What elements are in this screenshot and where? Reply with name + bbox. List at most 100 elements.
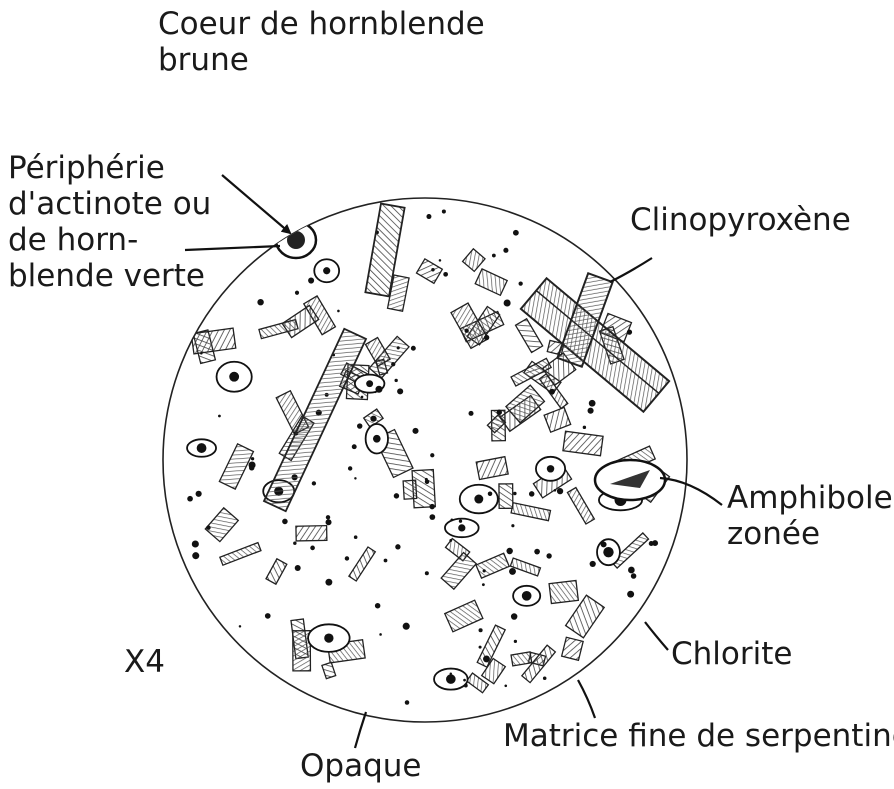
opaque-grain [295,565,301,571]
crystal-grain [476,457,508,480]
opaque-grain [411,346,416,351]
opaque-grain [295,291,299,295]
opaque-grain [187,496,193,502]
opaque-grain [397,388,403,394]
opaque-core [547,465,554,472]
crystal-grain [562,637,584,660]
opaque-grain [312,481,316,485]
opaque-core [197,443,207,453]
opaque-grain [459,519,462,522]
opaque-grain [492,254,496,258]
opaque-grain [352,444,357,449]
opaque-grain [251,457,254,460]
opaque-grain [310,546,315,551]
opaque-grain [379,633,382,636]
opaque-grain [601,541,607,547]
opaque-grain [589,400,596,407]
opaque-grain [249,465,254,470]
opaque-core [522,591,532,601]
crystal-grain [416,259,442,283]
opaque-grain [479,628,483,632]
opaque-core [229,372,239,382]
crystal-grain [499,484,513,509]
opaque-grain [483,655,490,662]
opaque-grain [192,540,199,547]
opaque-grain [326,519,332,525]
opaque-grain [348,466,352,470]
opaque-grain [200,352,203,355]
opaque-grain [627,591,634,598]
opaque-grain [196,491,202,497]
opaque-grain [384,559,388,563]
label-matrice: Matrice fine de serpentine [503,718,894,754]
opaque-grain [513,492,516,495]
opaque-grain [504,684,507,687]
opaque-grain [443,272,448,277]
leader-amphibole [660,478,722,505]
opaque-grain [513,230,519,236]
opaque-core [474,495,483,504]
opaque-grain [464,329,468,333]
opaque-core [323,267,330,274]
opaque-grain [337,310,340,313]
leader-coeur [222,175,290,233]
crystal-grain [567,488,594,524]
opaque-grain [403,623,410,630]
crystal-grain [563,431,603,456]
leader-opaque [355,712,366,748]
opaque-grain [375,603,380,608]
leader-clinopyroxene [610,258,652,282]
opaque-grain [449,539,452,542]
leader-matrice [578,680,595,718]
opaque-grain [463,679,466,682]
opaque-grain [370,416,376,422]
crystal-grain [463,249,485,272]
opaque-grain [282,519,288,525]
opaque-grain [395,544,400,549]
opaque-grain [583,426,586,429]
crystal-grain [511,652,532,666]
opaque-grain [450,519,453,522]
opaque-grain [504,299,511,306]
label-amphibole-zonee: Amphibole zonée [727,480,893,552]
opaque-core [366,380,373,387]
opaque-grain [557,488,563,494]
crystal-grain [220,543,261,566]
mineral-grains [187,204,669,705]
opaque-grain [391,362,395,366]
crystal-grain [403,480,417,499]
crystal-grain [441,553,476,590]
opaque-grain [361,396,364,399]
crystal-grain [476,553,509,578]
opaque-grain [206,525,210,529]
opaque-grain [375,386,382,393]
crystal-grain [219,444,253,489]
opaque-grain [405,700,410,705]
crystal-grain [322,662,336,678]
opaque-grain [354,477,356,479]
opaque-grain [425,478,428,481]
opaque-grain [483,569,486,572]
crystal-grain [266,559,287,584]
crystal-grain [549,580,578,603]
opaque-grain [397,346,400,349]
label-coeur-hornblende: Coeur de hornblende brune [158,6,485,78]
opaque-grain [627,329,632,334]
opaque-grain [354,535,358,539]
opaque-grain [628,567,635,574]
opaque-grain [192,552,199,559]
crystal-grain [511,503,550,521]
opaque-grain [511,613,517,619]
opaque-grain [265,613,271,619]
opaque-grain [511,524,514,527]
opaque-grain [488,491,493,496]
opaque-grain [439,259,442,262]
crystal-grain [544,407,571,432]
opaque-grain [503,248,508,253]
opaque-grain [308,278,314,284]
opaque-core [446,674,456,684]
opaque-grain [430,453,434,457]
opaque-grain [549,389,555,395]
opaque-grain [426,214,431,219]
opaque-grain [345,556,349,560]
